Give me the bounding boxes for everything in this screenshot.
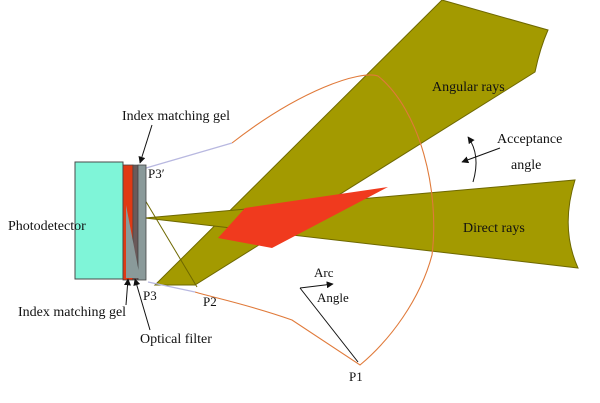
filter-gray-wedge xyxy=(126,205,140,278)
arc-angle-line-1 xyxy=(299,287,359,363)
label-index-matching-gel-bottom: Index matching gel xyxy=(18,305,126,320)
beam-overlap-region xyxy=(218,187,388,248)
label-optical-filter: Optical filter xyxy=(140,332,212,347)
direct-rays-beam xyxy=(144,179,579,269)
photodetector-block xyxy=(74,161,124,280)
label-p3-prime: P3′ xyxy=(148,166,165,181)
acceptance-angle-pointer xyxy=(461,147,501,164)
label-p3: P3 xyxy=(143,288,157,303)
arc-angle-line-2 xyxy=(299,281,334,289)
label-direct-rays: Direct rays xyxy=(463,221,525,236)
angular-arc xyxy=(194,74,435,366)
label-photodetector: Photodetector xyxy=(8,219,86,234)
leader-index-gel-bottom xyxy=(124,278,132,306)
label-angle: Angle xyxy=(317,290,349,305)
index-matching-gel-layer-right xyxy=(137,164,147,281)
boundary-line-top xyxy=(145,142,233,169)
ray-line-p3prime xyxy=(144,199,198,288)
boundary-line-bottom xyxy=(147,281,196,293)
leader-index-gel-top xyxy=(138,124,153,164)
label-p2: P2 xyxy=(203,294,217,309)
label-angular-rays: Angular rays xyxy=(432,80,505,95)
label-p1: P1 xyxy=(349,369,363,384)
label-acceptance-angle-line1: Acceptance xyxy=(497,132,562,147)
label-acceptance-angle-line2: angle xyxy=(511,158,541,173)
label-arc: Arc xyxy=(314,265,334,280)
label-index-matching-gel-top: Index matching gel xyxy=(122,109,230,124)
leader-optical-filter xyxy=(133,278,151,331)
